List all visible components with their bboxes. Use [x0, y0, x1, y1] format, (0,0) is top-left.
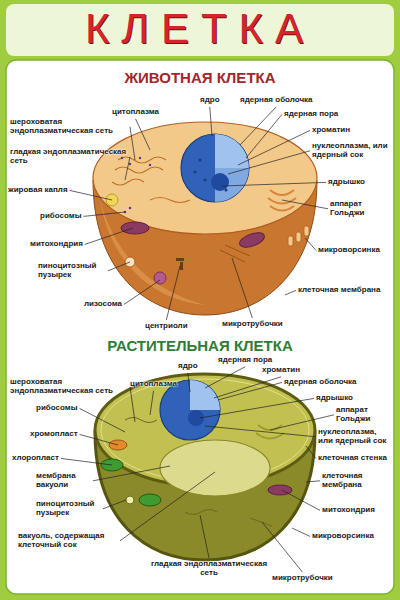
- part-label: ядерная пора: [218, 356, 272, 365]
- leader-line: [214, 377, 281, 398]
- part-label: ядерная оболочка: [240, 96, 313, 105]
- leader-line: [228, 151, 310, 174]
- part-label: аппарат Гольджи: [336, 406, 394, 424]
- leader-line: [282, 490, 320, 510]
- leader-line: [84, 212, 125, 216]
- part-label: вакуоль, содержащая клеточный сок: [18, 532, 118, 550]
- part-label: ядерная пора: [284, 110, 338, 119]
- part-label: пиноцитозный пузырек: [36, 500, 101, 518]
- part-label: хромопласт: [30, 430, 78, 439]
- part-label: лизосома: [84, 300, 122, 309]
- leader-line: [85, 228, 133, 244]
- leader-line: [292, 528, 310, 536]
- part-label: митохондрия: [30, 240, 83, 249]
- leader-line: [61, 458, 112, 465]
- leader-line: [200, 515, 209, 558]
- section-heading: РАСТИТЕЛЬНАЯ КЛЕТКА: [0, 338, 400, 355]
- leader-line: [246, 114, 282, 158]
- part-label: шероховатая эндоплазматическая сеть: [10, 378, 128, 396]
- part-label: ядрышко: [316, 394, 353, 403]
- part-label: аппарат Гольджи: [330, 200, 390, 218]
- leader-line: [285, 290, 296, 295]
- part-label: рибосомы: [40, 212, 82, 221]
- leader-line: [238, 130, 310, 165]
- leader-line: [130, 127, 135, 160]
- part-label: клеточная стенка: [318, 454, 387, 463]
- part-label: мембрана вакуоли: [36, 472, 91, 490]
- animal-cell: [93, 122, 317, 315]
- part-label: микротрубочки: [272, 574, 333, 583]
- leader-line: [80, 408, 125, 432]
- leader-line: [282, 200, 328, 209]
- white-panel: [6, 60, 394, 594]
- part-label: нуклеоплазма, или ядерный сок: [312, 142, 392, 160]
- leader-line: [232, 258, 252, 318]
- plant-cell: [95, 374, 315, 560]
- part-label: жировая капля: [8, 186, 68, 195]
- leader-line: [70, 190, 112, 200]
- leader-line: [306, 446, 316, 458]
- leader-line: [93, 466, 170, 481]
- part-label: хлоропласт: [12, 454, 59, 463]
- poster-title: КЛЕТКА: [0, 8, 400, 50]
- leader-line: [305, 238, 316, 250]
- leader-line: [188, 373, 190, 392]
- part-label: митохондрия: [322, 506, 375, 515]
- part-label: хроматин: [312, 126, 350, 135]
- part-label: центриоли: [145, 322, 188, 331]
- part-label: гладкая эндоплазматическая сеть: [150, 560, 268, 578]
- leader-line: [200, 398, 314, 418]
- leader-line: [222, 182, 326, 186]
- leader-line: [150, 391, 154, 415]
- part-label: ядро: [178, 362, 198, 371]
- part-label: микроворсинка: [312, 532, 374, 541]
- part-label: ядро: [200, 96, 220, 105]
- leader-line: [120, 472, 215, 541]
- part-label: цитоплазма: [130, 380, 177, 389]
- part-label: клеточная мембрана: [322, 472, 387, 490]
- leader-line: [80, 434, 118, 445]
- leader-line: [108, 262, 130, 271]
- leader-line: [210, 107, 212, 136]
- part-label: цитоплазма: [112, 108, 159, 117]
- leader-line: [240, 107, 276, 145]
- leader-line: [130, 387, 135, 422]
- leader-line: [103, 500, 126, 509]
- leader-line: [205, 426, 316, 437]
- leader-line: [166, 266, 180, 320]
- part-label: хроматин: [262, 366, 300, 375]
- part-label: ядрышко: [328, 178, 365, 187]
- part-label: рибосомы: [36, 404, 78, 413]
- leader-line: [124, 280, 160, 304]
- part-label: микротрубочки: [222, 320, 283, 329]
- leader-line: [136, 119, 150, 150]
- leader-line: [125, 157, 130, 180]
- section-heading: ЖИВОТНАЯ КЛЕТКА: [0, 70, 400, 87]
- part-label: микроворсинка: [318, 246, 380, 255]
- part-label: пиноцитозный пузырек: [38, 262, 106, 280]
- leader-line: [306, 481, 320, 482]
- leader-line: [262, 522, 302, 572]
- part-label: гладкая эндоплазматическая сеть: [10, 148, 128, 166]
- part-label: шероховатая эндоплазматическая сеть: [10, 118, 128, 136]
- leader-line: [218, 382, 282, 400]
- part-label: нуклеоплазма, или ядерный сок: [318, 428, 392, 446]
- part-label: клеточная мембрана: [298, 286, 380, 295]
- leader-line: [205, 367, 245, 388]
- part-label: ядерная оболочка: [284, 378, 357, 387]
